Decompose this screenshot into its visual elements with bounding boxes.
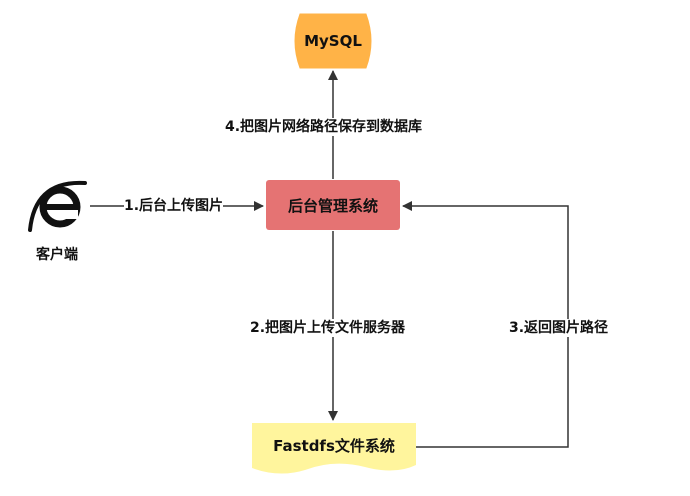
- edge-label-save-path-to-db: 4.把图片网络路径保存到数据库: [225, 118, 423, 136]
- edge-label-upload-image: 1.后台上传图片: [124, 197, 224, 215]
- internet-explorer-icon: [28, 180, 87, 232]
- edge-label-upload-to-file-server: 2.把图片上传文件服务器: [250, 319, 406, 337]
- fastdfs-node-label: Fastdfs文件系统: [273, 436, 395, 455]
- edge-label-return-image-path: 3.返回图片路径: [509, 319, 609, 337]
- mysql-node-shape: [294, 13, 372, 69]
- backend-node-shape: [266, 180, 400, 230]
- backend-node-label: 后台管理系统: [287, 196, 378, 215]
- client-label: 客户端: [36, 247, 78, 263]
- mysql-node-label: MySQL: [304, 32, 362, 50]
- fastdfs-node-shape: [252, 423, 416, 474]
